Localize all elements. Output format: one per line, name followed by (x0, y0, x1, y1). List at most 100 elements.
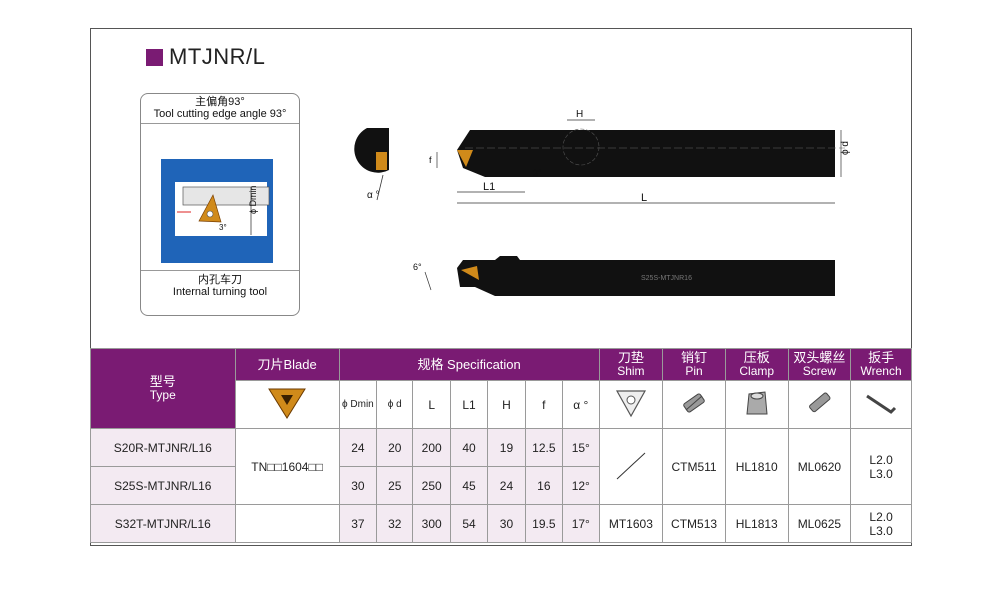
pin-icon-cell (662, 380, 726, 429)
screw-header-en: Screw (802, 364, 837, 378)
bar-side-view (457, 130, 835, 177)
angle-card-divider (141, 123, 299, 124)
group2-wrench-b: L3.0 (869, 523, 893, 538)
alpha-label: α ° (367, 190, 380, 201)
spec-header-label: 规格 Specification (417, 356, 521, 372)
pin-header-en: Pin (685, 364, 703, 378)
blade-icon-cell (234, 380, 340, 429)
bar-top-view (457, 256, 835, 296)
six-deg-label: 6° (413, 262, 422, 272)
blade-header: 刀片Blade (234, 348, 340, 381)
table-row: S32T-MTJNR/L16 37 32 300 54 30 19.5 17° … (90, 504, 912, 543)
wrench-icon-cell (850, 380, 912, 429)
six-deg-line (424, 271, 432, 291)
pin-icon (683, 393, 705, 413)
screw-icon-cell (787, 380, 852, 429)
h-circle (562, 128, 600, 166)
angle-card-bottom-cn: 内孔车刀 (198, 274, 242, 286)
angle-card-title-cn: 主偏角93° (195, 96, 245, 108)
row-1-v4: 24 (487, 466, 526, 505)
no-shim-slash (616, 452, 646, 480)
top-view-insert (461, 266, 479, 280)
row-0-v2: 200 (412, 428, 451, 467)
angle-card: 主偏角93° Tool cutting edge angle 93° ϕ Dmi… (140, 93, 300, 316)
insert-hole (206, 210, 214, 218)
wrench-header-en: Wrench (860, 364, 902, 378)
d-label: ϕ d (840, 141, 851, 155)
group1-pin: CTM511 (662, 428, 726, 505)
page-title: MTJNR/L (169, 44, 266, 69)
l-label: L (641, 192, 647, 204)
dmin-label: ϕ Dmin (248, 185, 258, 214)
h-label: H (576, 109, 583, 120)
bar-shank (182, 186, 270, 206)
insert-shape (198, 194, 222, 223)
row-1-type: S25S-MTJNR/L16 (90, 466, 236, 505)
tool-drawing: α ° H ϕ d f 3° L1 L S25S-MTJNR16 6° (354, 109, 851, 296)
type-header: 型号 Type (90, 348, 236, 429)
group2-pin: CTM513 (662, 504, 726, 543)
group1-wrench-b: L3.0 (869, 466, 893, 481)
group1-clamp: HL1810 (724, 428, 789, 505)
shim-header-cn: 刀垫 (617, 350, 644, 365)
f-label: f (429, 155, 432, 165)
row-2-v3: 54 (449, 504, 489, 543)
type-header-cn: 型号 (149, 374, 176, 389)
pin-header-cn: 销钉 (681, 350, 708, 365)
row-2-v1: 32 (376, 504, 414, 543)
end-view-insert (376, 152, 387, 170)
row-2-v4: 30 (487, 504, 526, 543)
row-2-v2: 300 (412, 504, 451, 543)
row-1-v6: 12° (562, 466, 600, 505)
group2-wrench-a: L2.0 (869, 509, 893, 524)
group2-clamp: HL1813 (724, 504, 789, 543)
shim-header-en: Shim (617, 364, 645, 378)
shim-icon (615, 390, 646, 418)
angle-card-divider-2 (141, 270, 299, 271)
row-1-v2: 250 (412, 466, 451, 505)
row-1-v5: 16 (524, 466, 564, 505)
group1-screw: ML0620 (787, 428, 852, 505)
screw-header-cn: 双头螺丝 (793, 350, 846, 365)
l1-label: L1 (483, 181, 495, 193)
blade-header-label: 刀片Blade (257, 356, 317, 372)
body-marking: S25S-MTJNR16 (641, 275, 692, 282)
clamp-icon-cell (724, 380, 789, 429)
type-header-en: Type (149, 388, 176, 402)
bore-diagram: ϕ Dmin 3° (161, 159, 273, 263)
table-row: S25S-MTJNR/L16 30 25 250 45 24 16 12° (90, 466, 912, 505)
shim-icon-cell (598, 380, 664, 429)
spec-col-1: ϕ d (376, 380, 414, 429)
row-2-type: S32T-MTJNR/L16 (90, 504, 236, 543)
blade-icon (268, 388, 307, 419)
angle-card-bottom-en: Internal turning tool (172, 286, 268, 298)
spec-col-4: H (487, 380, 526, 429)
clamp-icon (746, 391, 768, 415)
spec-col-2: L (412, 380, 451, 429)
blade-code: TN□□1604□□ (234, 428, 340, 505)
spec-col-6: α ° (562, 380, 600, 429)
spec-header: 规格 Specification (338, 348, 600, 381)
screw-icon (809, 392, 831, 413)
row-0-v4: 19 (487, 428, 526, 467)
table-row: S20R-MTJNR/L16 TN□□1604□□ 24 20 200 40 1… (90, 428, 912, 505)
row-0-type: S20R-MTJNR/L16 (90, 428, 236, 467)
clamp-header-cn: 压板 (743, 350, 770, 365)
clamp-header-en: Clamp (739, 364, 775, 378)
group1-wrench-a: L2.0 (869, 452, 893, 467)
row-2-v6: 17° (562, 504, 600, 543)
spec-col-3: L1 (449, 380, 489, 429)
title-marker (146, 48, 163, 66)
row-2-v0: 37 (338, 504, 378, 543)
end-view-leader (376, 174, 384, 201)
row-0-v3: 40 (449, 428, 489, 467)
row-1-v1: 25 (376, 466, 414, 505)
